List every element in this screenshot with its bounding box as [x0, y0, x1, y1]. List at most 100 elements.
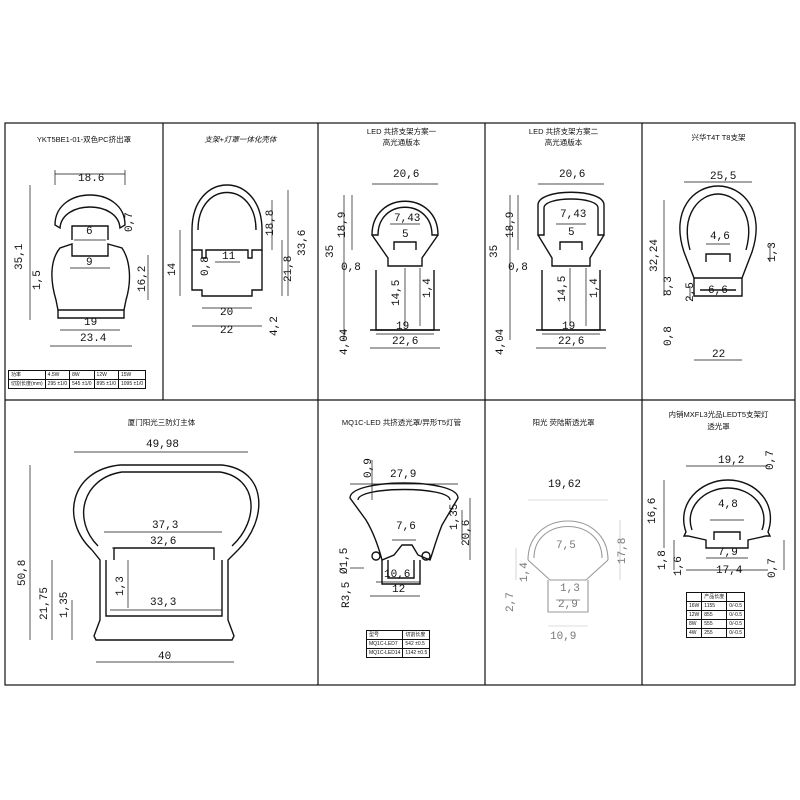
dim-label: 0,8	[341, 262, 361, 274]
dim-label: Ø1,5	[339, 547, 351, 574]
dim-label: 10,6	[384, 569, 411, 581]
dim-label: 1,6	[673, 556, 685, 576]
dim-label: 22,6	[558, 336, 585, 348]
panel-title: 内销MXFL3光品LEDT5支架灯	[668, 410, 769, 419]
panel-xiamen-tri-proof: 厦门阳光三防灯主体	[5, 400, 318, 685]
table-cell: 16W	[685, 601, 703, 611]
dim-label: 1,4	[589, 278, 601, 298]
dim-label: 5	[402, 229, 409, 241]
table-cell: 0/-0.5	[726, 601, 746, 611]
table-cell: 4W	[685, 628, 703, 638]
dim-label: 18,8	[265, 209, 277, 236]
dim-label: 21,75	[39, 586, 51, 620]
panel-led-scheme-2: LED 共挤支架方案二 高光通版本	[485, 123, 642, 400]
panel-mxfl3-t5: 内销MXFL3光品LEDT5支架灯 透光罩	[642, 400, 795, 685]
dim-label: R3,5	[341, 581, 353, 608]
dim-label: 20,6	[461, 519, 473, 546]
panel-title: YKT5BE1-01-双色PC挤出罩	[36, 135, 132, 144]
dim-label: 16,6	[647, 497, 659, 524]
dim-label: 7,5	[556, 540, 576, 552]
panel-mq1c-led: MQ1C-LED 共挤透光罩/异形T5灯管	[318, 400, 485, 685]
panel-title: 厦门阳光三防灯主体	[127, 418, 196, 427]
profile-3	[370, 200, 440, 331]
dim-label: 40	[158, 651, 172, 663]
dim-label: 6	[86, 226, 93, 238]
dim-label: 17,8	[617, 537, 629, 564]
dim-label: 18.6	[78, 173, 105, 185]
model-length-table: 型号 切割长度 MQ1C-LED7 542 ±0.5 MQ1C-LED14 11…	[365, 630, 431, 658]
table-cell: 895 ±1/0	[93, 379, 119, 389]
dim-label: 0,8	[663, 326, 675, 346]
dim-label: 11	[222, 251, 236, 263]
table-header: 切割长度	[402, 630, 431, 640]
dim-label: 14,5	[557, 275, 569, 302]
panel-title: 阳光 荧陆斯透光罩	[532, 418, 595, 427]
profile-7	[349, 482, 459, 585]
dim-label: 2,7	[505, 592, 517, 612]
dim-label: 0,9	[363, 458, 375, 478]
profile-5	[679, 185, 757, 297]
table-cell: 0/-0.5	[726, 628, 746, 638]
panel-ykt5be1: YKT5BE1-01-双色PC挤出罩	[5, 123, 163, 400]
dim-label: 35,1	[14, 243, 26, 270]
dim-label: 1,4	[519, 562, 531, 582]
dim-label: 25,5	[710, 171, 737, 183]
table-cell: 295 ±1/0	[44, 379, 71, 389]
dim-label: 35	[325, 244, 337, 258]
panel-subtitle: 高光通版本	[544, 138, 583, 147]
table-cell: 545 ±1/0	[69, 379, 95, 389]
table-cell: 8W	[685, 619, 703, 629]
dim-label: 5	[568, 227, 575, 239]
dim-label: 1,5	[32, 270, 44, 290]
dim-label: 2,9	[558, 599, 578, 611]
table-header: 12W	[93, 370, 119, 380]
dim-label: 9	[86, 257, 93, 269]
profile-9	[682, 479, 772, 549]
product-length-table: 产品长度 16W 1155 0/-0.5 12W 855 0/-0.5 8W 5…	[685, 592, 746, 638]
dim-label: 4,04	[339, 328, 351, 355]
dim-label: 19	[396, 321, 410, 333]
dim-label: 4,6	[710, 231, 730, 243]
dim-label: 0,8	[508, 262, 528, 274]
dim-label: 7,9	[718, 547, 738, 559]
panel-title: LED 共挤支架方案二	[528, 127, 599, 136]
dim-label: 19	[84, 317, 98, 329]
panel-title: LED 共挤支架方案一	[366, 127, 437, 136]
dim-label: 0,7	[767, 558, 779, 578]
dim-label: 33,6	[297, 229, 309, 256]
power-length-table: 功率 4.5W 8W 12W 15W 切割长度(mm) 295 ±1/0 545…	[8, 370, 147, 389]
dim-label: 20,6	[393, 169, 420, 181]
profile-2	[191, 184, 263, 297]
table-cell: MQ1C-LED7	[365, 639, 404, 649]
dim-label: 19	[562, 321, 576, 333]
table-cell: 切割长度(mm)	[8, 379, 46, 389]
dim-label: 50,8	[17, 559, 29, 586]
dim-label: 7,6	[396, 521, 416, 533]
dim-label: 7,43	[560, 209, 587, 221]
table-cell: 1095 ±1/0	[117, 379, 147, 389]
table-cell: MQ1C-LED14	[365, 648, 404, 658]
dim-label: 4,04	[495, 328, 507, 355]
table-cell: 0/-0.5	[726, 610, 746, 620]
dim-label: 1,3	[560, 583, 580, 595]
dim-label: 12	[392, 584, 406, 596]
table-cell: 542 ±0.5	[402, 639, 431, 649]
dim-label: 18,9	[337, 211, 349, 238]
panel-subtitle: 透光罩	[707, 422, 730, 431]
dim-label: 4,8	[718, 499, 738, 511]
dim-label: 32,24	[649, 238, 661, 272]
profile-8	[527, 520, 609, 613]
table-header: 8W	[69, 370, 95, 380]
panel-title: 支架+灯罩一体化壳体	[204, 135, 277, 144]
table-cell: 555	[701, 619, 728, 629]
dim-label: 35	[489, 244, 501, 258]
dim-label: 1,4	[422, 278, 434, 298]
dim-label: 17,4	[716, 565, 743, 577]
dim-label: 19,2	[718, 455, 745, 467]
dim-label: 18,9	[505, 211, 517, 238]
panel-led-scheme-1: LED 共挤支架方案一 高光通版本	[318, 123, 485, 400]
dim-label: 14	[167, 262, 179, 276]
dim-label: 27,9	[390, 469, 417, 481]
profile-6	[72, 464, 260, 641]
